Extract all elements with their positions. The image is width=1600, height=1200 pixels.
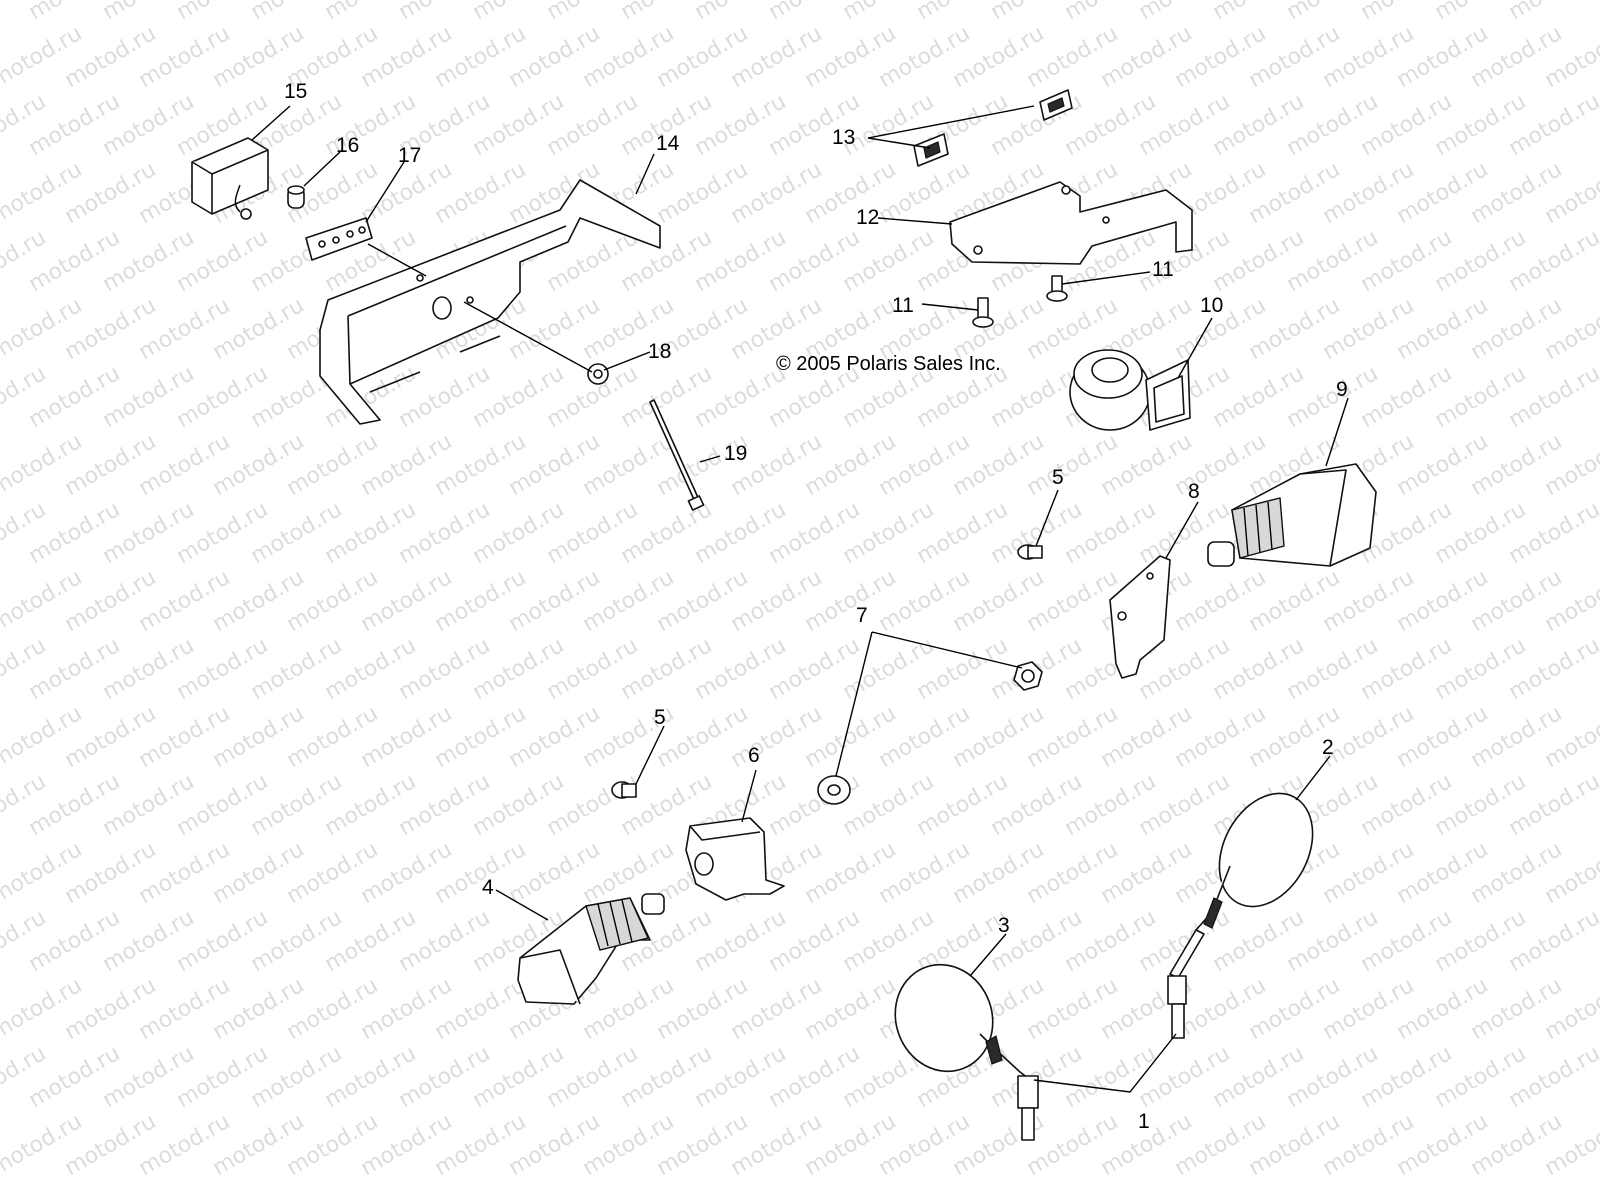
callout-3: 3 bbox=[998, 914, 1010, 937]
part-4-turn-signal[interactable] bbox=[517, 893, 665, 1005]
callout-9: 9 bbox=[1336, 378, 1348, 401]
part-3-mirror[interactable] bbox=[880, 951, 1039, 1141]
callout-19: 19 bbox=[724, 442, 747, 465]
part-13-clips[interactable] bbox=[913, 89, 1073, 167]
callout-6: 6 bbox=[748, 744, 760, 767]
leader-lines bbox=[251, 105, 1349, 1093]
callout-12: 12 bbox=[856, 206, 879, 229]
callout-8: 8 bbox=[1188, 480, 1200, 503]
callout-13: 13 bbox=[832, 126, 855, 149]
callout-15: 15 bbox=[284, 80, 307, 103]
callout-5-upper: 5 bbox=[1052, 466, 1064, 489]
part-5-screw-upper[interactable] bbox=[1017, 544, 1043, 560]
part-9-turn-signal[interactable] bbox=[1207, 463, 1377, 567]
callout-1: 1 bbox=[1138, 1110, 1150, 1133]
callout-5-lower: 5 bbox=[654, 706, 666, 729]
part-19-bolt[interactable] bbox=[649, 399, 705, 511]
part-7-washer[interactable] bbox=[817, 775, 851, 805]
callout-4: 4 bbox=[482, 876, 494, 899]
callout-labels: 1 2 3 4 5 5 6 7 8 9 10 11 11 12 13 14 15… bbox=[284, 80, 1348, 1133]
callout-10: 10 bbox=[1200, 294, 1223, 317]
callout-16: 16 bbox=[336, 134, 359, 157]
part-7-nut[interactable] bbox=[1013, 661, 1043, 691]
part-11-bolt-a[interactable] bbox=[1046, 275, 1068, 302]
callout-11-right: 11 bbox=[1152, 258, 1174, 281]
callout-18: 18 bbox=[648, 340, 671, 363]
part-16-bushing[interactable] bbox=[287, 185, 305, 209]
part-12-horn-bracket[interactable] bbox=[949, 181, 1193, 265]
part-15-relay[interactable] bbox=[191, 137, 269, 220]
part-5-screw-lower[interactable] bbox=[611, 781, 637, 799]
part-17-plate[interactable] bbox=[305, 217, 373, 261]
callout-11-left: 11 bbox=[892, 294, 914, 317]
part-6-signal-bracket[interactable] bbox=[685, 817, 785, 901]
copyright-notice: © 2005 Polaris Sales Inc. bbox=[776, 353, 1001, 375]
part-8-signal-bracket[interactable] bbox=[1109, 555, 1171, 679]
part-14-bracket[interactable] bbox=[319, 179, 661, 425]
part-11-bolt-b[interactable] bbox=[972, 297, 994, 328]
part-2-mirror[interactable] bbox=[1167, 777, 1331, 1039]
part-10-horn[interactable] bbox=[1069, 349, 1191, 431]
callout-14: 14 bbox=[656, 132, 680, 155]
callout-17: 17 bbox=[398, 144, 421, 167]
callout-7: 7 bbox=[856, 604, 868, 627]
callout-2: 2 bbox=[1322, 736, 1334, 759]
part-18-nut[interactable] bbox=[587, 363, 609, 385]
